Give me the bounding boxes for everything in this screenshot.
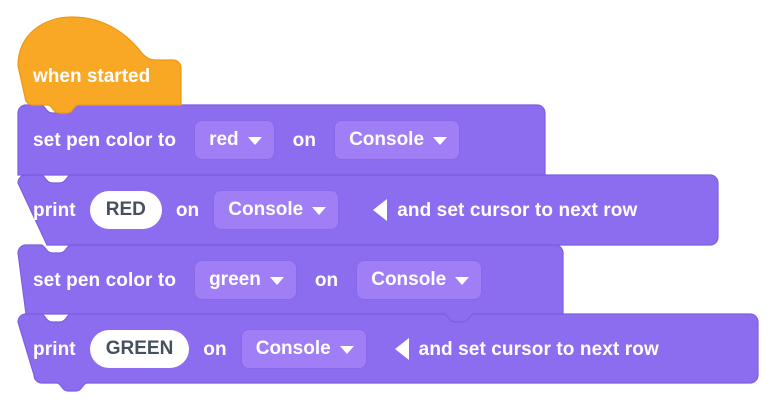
chevron-down-icon — [455, 277, 470, 285]
target-value-console-4: Console — [255, 338, 331, 359]
pen-color-dropdown-red[interactable]: red — [194, 120, 275, 160]
set-pen-color-label: set pen color to — [33, 129, 177, 151]
on-connector-label: on — [175, 199, 200, 221]
when-started-label: when started — [33, 65, 151, 87]
set-cursor-next-row-label: and set cursor to next row — [397, 199, 638, 221]
target-dropdown-console-1[interactable]: Console — [334, 120, 461, 160]
chevron-down-icon — [339, 346, 354, 354]
chevron-down-icon — [269, 277, 284, 285]
target-dropdown-console-3[interactable]: Console — [356, 260, 483, 300]
on-connector-label: on — [203, 338, 227, 360]
target-value-console-1: Console — [349, 129, 425, 150]
print-label: print — [33, 199, 76, 221]
pen-color-dropdown-green[interactable]: green — [194, 260, 297, 300]
set-pen-green-row[interactable]: set pen color to green on Console — [33, 257, 483, 303]
print-red-row[interactable]: print RED on Console and set cursor to n… — [33, 187, 637, 233]
set-pen-red-row[interactable]: set pen color to red on Console — [33, 117, 461, 163]
chevron-down-icon — [312, 207, 327, 215]
set-pen-color-label: set pen color to — [33, 269, 177, 291]
target-dropdown-console-4[interactable]: Console — [240, 329, 367, 369]
target-dropdown-console-2[interactable]: Console — [213, 190, 340, 230]
print-label: print — [33, 338, 76, 360]
target-value-console-2: Console — [228, 199, 304, 220]
print-text-input-red[interactable]: RED — [89, 191, 162, 229]
pen-color-value-red: red — [209, 129, 239, 150]
triangle-left-icon — [394, 338, 409, 360]
triangle-left-icon — [373, 199, 388, 221]
chevron-down-icon — [433, 137, 448, 145]
print-text-input-green[interactable]: GREEN — [89, 330, 190, 368]
print-green-row[interactable]: print GREEN on Console and set cursor to… — [33, 326, 659, 372]
when-started-row[interactable]: when started — [33, 53, 150, 99]
target-value-console-3: Console — [371, 269, 447, 290]
set-cursor-next-row-label: and set cursor to next row — [418, 338, 659, 360]
chevron-down-icon — [247, 137, 262, 145]
on-connector-label: on — [314, 269, 339, 291]
pen-color-value-green: green — [209, 269, 261, 290]
on-connector-label: on — [292, 129, 317, 151]
